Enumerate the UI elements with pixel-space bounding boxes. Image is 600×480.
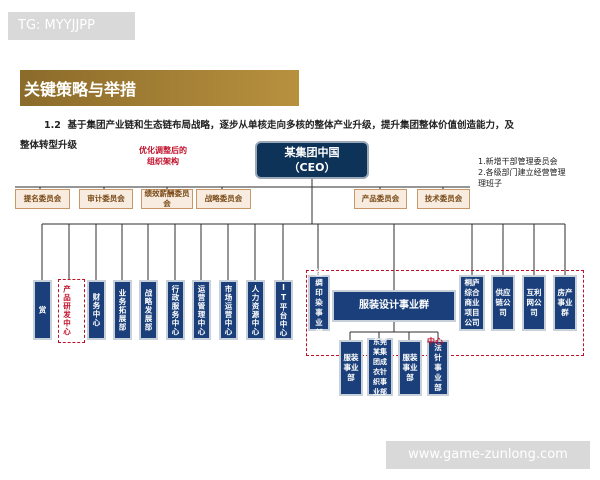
unit-silk-printing[interactable]: 丝绸印染事业部 <box>308 268 330 337</box>
committee-audit[interactable]: 审计委员会 <box>79 189 133 209</box>
dept-it-platform[interactable]: IT平台中心 <box>274 280 293 340</box>
dept-operations-management[interactable]: 运营管理中心 <box>192 280 211 340</box>
notes-list: 1.新增干部管理委员会 2.各级部门建立经营管理 理班子 <box>478 156 566 189</box>
unit-silk-printing-label: 丝绸印染事业部 <box>315 268 323 337</box>
sub-unit-legal-needle-label: 法针事业部 <box>434 343 442 392</box>
optimized-structure-label: 优化调整后的 组织架构 <box>139 145 187 167</box>
section-title-banner: 关键策略与举措 <box>20 70 299 106</box>
apparel-design-group[interactable]: 服装设计事业群 <box>332 290 456 322</box>
sub-unit-apparel-1-label: 服装事业部 <box>343 353 359 382</box>
unit-internet-company-label: 互利网公司 <box>526 288 542 317</box>
dept-human-resources[interactable]: 人力资源中心 <box>246 280 265 340</box>
note-2: 2.各级部门建立经营管理 <box>478 168 566 177</box>
sub-unit-apparel-2-label: 服装事业部 <box>402 353 418 382</box>
unit-tonglu-project-label: 桐庐综合商业项目公司 <box>464 278 480 327</box>
red-label-line-1: 优化调整后的 <box>139 146 187 155</box>
committee-technology[interactable]: 技术委员会 <box>417 189 470 209</box>
dept-strategic-development[interactable]: 战略发展部 <box>139 280 158 340</box>
unit-internet-company[interactable]: 互利网公司 <box>522 275 546 331</box>
innovation-highlight-box <box>58 279 85 343</box>
watermark-top: TG: MYYJJPP <box>8 12 135 40</box>
dept-business-expansion[interactable]: 业务拓展部 <box>113 280 132 340</box>
sub-unit-apparel-1[interactable]: 服装事业部 <box>339 340 363 396</box>
committee-nomination[interactable]: 提名委员会 <box>15 189 70 209</box>
unit-tonglu-project[interactable]: 桐庐综合商业项目公司 <box>459 275 485 331</box>
committee-strategy[interactable]: 战略委员会 <box>196 189 251 209</box>
watermark-bottom: www.game-zunlong.com <box>386 441 590 469</box>
unit-real-estate[interactable]: 房产事业群 <box>553 275 577 331</box>
sub-unit-dongguan-knitwear-label: 东莞某集团成衣针织事业部 <box>373 338 387 396</box>
sub-unit-legal-needle[interactable]: 法针事业部 <box>427 340 449 396</box>
dept-product-rd[interactable]: 产品研发中心 <box>62 284 72 336</box>
intro-line-1: 基于集团产业链和生态链布局战略，逐步从单核走向多核的整体产业升级，提升集团整体价… <box>67 120 514 131</box>
dept-admin-services[interactable]: 行政服务中心 <box>166 280 185 340</box>
unit-real-estate-label: 房产事业群 <box>557 288 573 317</box>
dept-market-operations[interactable]: 市场运营中心 <box>219 280 238 340</box>
red-overlay-text: 中心 <box>427 337 443 346</box>
apparel-design-group-label: 服装设计事业群 <box>359 300 429 311</box>
dept-box-0[interactable]: 赏 <box>33 280 52 340</box>
intro-number: 1.2 <box>44 120 61 131</box>
sub-unit-dongguan-knitwear[interactable]: 东莞某集团成衣针织事业部 <box>367 338 393 396</box>
committee-compensation[interactable]: 绩效薪酬委员会 <box>141 189 193 209</box>
intro-line-2: 整体转型升级 <box>20 140 78 151</box>
intro-text: 1.2 基于集团产业链和生态链布局战略，逐步从单核走向多核的整体产业升级，提升集… <box>20 116 580 156</box>
note-1: 1.新增干部管理委员会 <box>478 157 558 166</box>
red-label-line-2: 组织架构 <box>147 157 179 166</box>
ceo-line-2: （CEO） <box>288 161 336 174</box>
committee-product[interactable]: 产品委员会 <box>354 189 407 209</box>
unit-supply-chain[interactable]: 供应链公司 <box>491 275 515 331</box>
section-title: 关键策略与举措 <box>24 80 137 99</box>
ceo-box[interactable]: 某集团中国 （CEO） <box>257 143 367 177</box>
ceo-line-1: 某集团中国 <box>284 146 340 159</box>
sub-unit-apparel-2[interactable]: 服装事业部 <box>398 340 422 396</box>
dept-finance[interactable]: 财务中心 <box>87 280 106 340</box>
unit-supply-chain-label: 供应链公司 <box>495 288 511 317</box>
note-3: 理班子 <box>478 179 502 188</box>
